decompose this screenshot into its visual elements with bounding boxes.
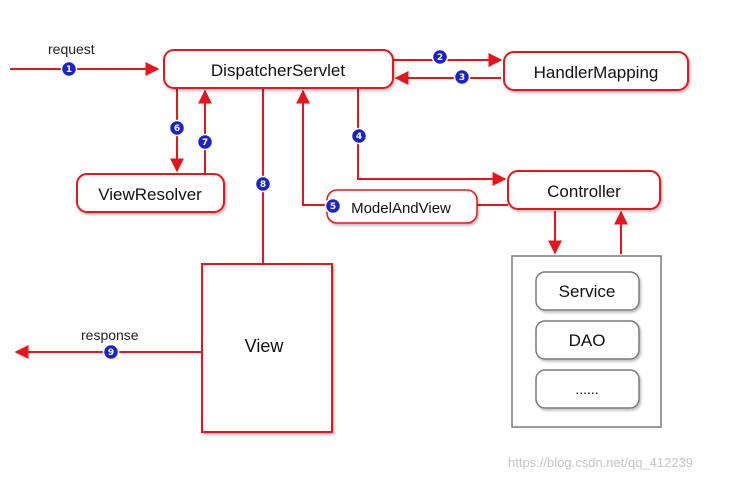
svg-text:9: 9 (108, 348, 114, 358)
watermark: https://blog.csdn.net/qq_412239 (508, 455, 694, 470)
service-box (535, 271, 640, 311)
step-badge-2: 2 (431, 48, 449, 66)
step-badge-5: 5 (324, 197, 342, 215)
model-and-view-label: ModelAndView (351, 200, 451, 217)
controller-label: Controller (547, 182, 621, 201)
svg-text:3: 3 (459, 73, 465, 83)
step-badge-3: 3 (453, 68, 471, 86)
step-badge-4: 4 (350, 127, 368, 145)
step-badge-7: 7 (196, 133, 214, 151)
step-badge-1: 1 (60, 60, 78, 78)
view-box (201, 263, 333, 433)
view-resolver-box (76, 173, 225, 213)
service-label: Service (559, 282, 616, 301)
step-badge-9: 9 (102, 343, 120, 361)
controller-box (507, 170, 661, 210)
arrow-model-and-view-return (296, 89, 328, 206)
step-badge-6: 6 (168, 119, 186, 137)
step-badge-8: 8 (254, 175, 272, 193)
more-box (535, 369, 640, 409)
dispatcher-servlet-box (163, 49, 394, 89)
view-resolver-label: ViewResolver (98, 185, 202, 204)
svg-text:7: 7 (202, 138, 208, 148)
view-label: View (245, 336, 285, 356)
svg-text:2: 2 (437, 53, 443, 63)
request-label: request (48, 41, 95, 57)
more-label: ...... (575, 381, 598, 397)
response-label: response (81, 327, 139, 343)
svg-text:1: 1 (66, 65, 72, 75)
svg-text:6: 6 (174, 124, 180, 134)
dao-label: DAO (569, 331, 606, 350)
svg-text:4: 4 (356, 132, 362, 142)
svg-text:5: 5 (330, 202, 336, 212)
handler-mapping-box (503, 51, 689, 91)
svg-text:8: 8 (260, 180, 266, 190)
handler-mapping-label: HandlerMapping (534, 63, 659, 82)
arrow-to-controller (357, 89, 507, 186)
dao-box (535, 320, 640, 360)
dispatcher-servlet-label: DispatcherServlet (211, 61, 345, 80)
